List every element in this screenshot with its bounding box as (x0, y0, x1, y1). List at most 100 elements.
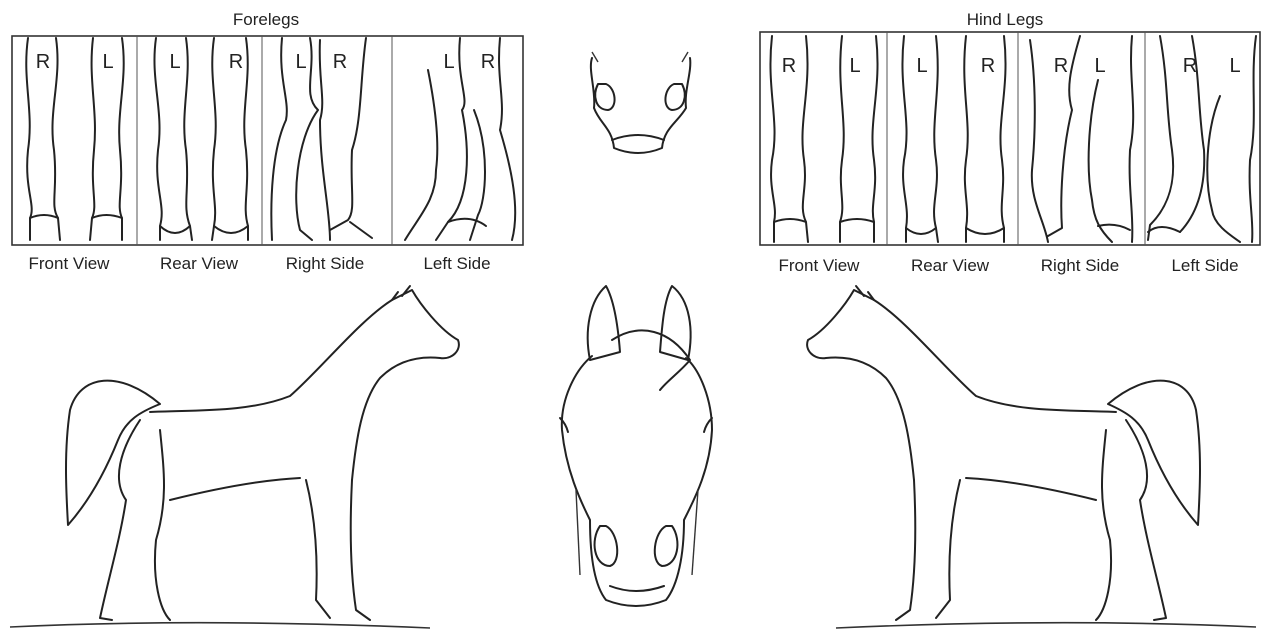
leg-outline (405, 70, 437, 240)
leg-side-letter: R (481, 51, 495, 73)
leg-outline (52, 38, 60, 240)
hoof-line (1098, 225, 1130, 230)
leg-side-letter: L (443, 51, 454, 73)
view-label: Rear View (160, 254, 239, 273)
hind-leg (155, 430, 170, 620)
leg-outline (154, 38, 161, 240)
leg-outline (770, 36, 775, 242)
left-ear (588, 286, 620, 360)
view-label: Front View (779, 256, 861, 275)
leg-side-letter: L (849, 55, 860, 77)
nostril (655, 526, 678, 566)
leg-outline (212, 38, 216, 240)
horse-right-side-view (807, 286, 1256, 628)
leg-outline (1000, 36, 1005, 242)
belly-line (170, 478, 300, 500)
eye (704, 418, 712, 432)
hind-legs-left-side-panel: R L (1148, 36, 1256, 242)
muzzle-outline (591, 58, 690, 153)
leg-outline (271, 38, 286, 240)
leg-outline (1130, 36, 1134, 242)
hoof-line (30, 215, 58, 218)
hoof-line (448, 219, 486, 226)
mouth-line (610, 586, 664, 591)
hind-legs-right-side-panel: R L (1030, 36, 1133, 242)
leg-outline (320, 40, 330, 240)
horse-left-side-view (10, 286, 459, 628)
view-label: Rear View (911, 256, 990, 275)
tail (1108, 381, 1200, 525)
leg-side-letter: R (981, 55, 995, 77)
leg-outline (499, 38, 515, 240)
leg-outline (802, 36, 808, 242)
forelegs-front-view-panel: R L (26, 38, 123, 240)
front-leg (936, 480, 960, 618)
view-label: Left Side (1171, 256, 1238, 275)
hoof-line (160, 226, 190, 233)
forelegs-title: Forelegs (233, 10, 299, 29)
leg-outline (1030, 40, 1048, 242)
forelegs-section: Forelegs R L L R (12, 10, 523, 273)
leg-side-letter: R (1183, 55, 1197, 77)
hoof-line (1148, 227, 1180, 232)
hoof-line (966, 228, 1004, 234)
leg-outline (934, 36, 938, 242)
leg-outline (1089, 80, 1112, 242)
leg-side-letter: L (1229, 55, 1240, 77)
right-ear (660, 286, 691, 360)
nostril (665, 84, 684, 110)
ground-line (836, 623, 1256, 628)
front-leg (351, 480, 370, 620)
hoof-line (350, 222, 372, 238)
view-label: Right Side (286, 254, 364, 273)
chin-line (682, 52, 688, 62)
nostril (595, 526, 618, 566)
leg-side-letter: L (1094, 55, 1105, 77)
hind-legs-front-view-panel: R L (770, 36, 877, 242)
hoof-line (214, 226, 248, 233)
leg-outline (90, 38, 95, 240)
leg-outline (26, 38, 31, 240)
forelegs-left-side-panel: L R (405, 38, 515, 240)
leg-outline (244, 38, 248, 240)
hoof-line (906, 228, 936, 234)
hind-legs-title: Hind Legs (967, 10, 1044, 29)
face-outline (562, 356, 712, 606)
forelock (612, 330, 690, 390)
leg-side-letter: L (102, 51, 113, 73)
hind-leg (1126, 420, 1166, 620)
leg-outline (184, 38, 192, 240)
body-outline (807, 290, 1116, 480)
chin-line (592, 52, 598, 62)
cheek-line (576, 490, 580, 575)
hind-legs-section: Hind Legs R L L R (760, 10, 1260, 275)
hind-leg (100, 420, 140, 620)
muzzle-bottom-view (591, 52, 690, 153)
hind-leg (1096, 430, 1111, 620)
leg-side-letter: R (36, 51, 50, 73)
tail (66, 381, 160, 525)
horse-head-front-view (560, 286, 712, 606)
ground-line (10, 623, 430, 628)
forelegs-right-side-panel: L R (271, 38, 372, 240)
body-outline (150, 290, 459, 480)
leg-side-letter: R (1054, 55, 1068, 77)
forelegs-rear-view-panel: L R (154, 38, 248, 240)
hoof-line (774, 219, 806, 222)
hoof-line (92, 215, 122, 218)
leg-outline (1207, 96, 1240, 242)
leg-side-letter: L (169, 51, 180, 73)
belly-line (966, 478, 1096, 500)
front-leg (896, 480, 915, 620)
leg-side-letter: R (782, 55, 796, 77)
leg-outline (840, 36, 844, 242)
lip-line (612, 135, 664, 140)
leg-outline (902, 36, 907, 242)
hind-legs-rear-view-panel: L R (902, 36, 1005, 242)
leg-side-letter: R (333, 51, 347, 73)
view-label: Left Side (423, 254, 490, 273)
hoof-line (840, 219, 874, 222)
view-label: Front View (29, 254, 111, 273)
nostril (595, 84, 614, 110)
